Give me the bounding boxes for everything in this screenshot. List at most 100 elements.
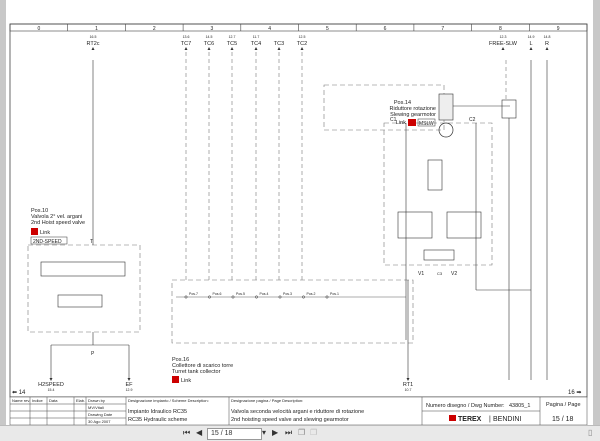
svg-text:Drawing Date: Drawing Date [88, 412, 113, 417]
svg-text:Pos.16: Pos.16 [172, 357, 189, 363]
pos16-annotation: Pos.16 Collettore di scarico torre Turre… [172, 357, 233, 384]
svg-text:30 Ago 2007: 30 Ago 2007 [88, 419, 111, 424]
ruler-col: 1 [95, 26, 98, 32]
port-label[interactable]: TC7 [181, 41, 191, 47]
port-ref: 14.9 [528, 35, 535, 39]
copy-icon[interactable]: ❐ [298, 428, 306, 437]
ruler-col: 0 [37, 26, 40, 32]
svg-text:15 / 18: 15 / 18 [552, 416, 574, 423]
next-page-button[interactable]: ▶ [272, 428, 279, 437]
port-label[interactable]: L [529, 41, 532, 47]
collector-port: Pos.2 [307, 292, 316, 296]
collector-port: Pos.6 [213, 292, 222, 296]
prev-page-button[interactable]: ◀ [196, 428, 203, 437]
svg-text:Data: Data [49, 398, 58, 403]
port-label[interactable]: H2SPEED [38, 382, 64, 388]
pos16-link[interactable]: Link [181, 378, 191, 384]
arrow-icon [300, 47, 304, 50]
svg-text:Pos.14: Pos.14 [394, 100, 411, 106]
panel-toggle-icon[interactable]: ▯ [588, 428, 593, 437]
arrow-icon [207, 47, 211, 50]
pos10-link[interactable]: Link [40, 230, 50, 236]
svg-text:Drawn by: Drawn by [88, 398, 105, 403]
port-ref: 14.5 [206, 35, 213, 39]
pdf-icon [408, 119, 416, 126]
port-label[interactable]: FREE-SLW [489, 41, 518, 47]
svg-text:Pagina / Page: Pagina / Page [546, 402, 581, 408]
svg-text:43805_1: 43805_1 [509, 403, 530, 409]
port-ref: 10.7 [405, 388, 412, 392]
port-t-label: T [90, 239, 93, 245]
svg-text:BENDINI: BENDINI [493, 416, 521, 423]
svg-text:Indice: Indice [32, 398, 43, 403]
port-label[interactable]: TC3 [274, 41, 284, 47]
mslw-tag[interactable]: MSLW [419, 121, 434, 127]
svg-text:2nd Hoist speed valve: 2nd Hoist speed valve [31, 220, 85, 226]
svg-text:Impianto Idraulico RC35: Impianto Idraulico RC35 [128, 409, 187, 415]
ruler-col: 3 [211, 26, 214, 32]
ruler-col: 8 [499, 26, 502, 32]
arrow-icon [501, 47, 505, 50]
port-ref: 12.3 [500, 35, 507, 39]
first-page-button[interactable]: ⏮ [183, 428, 191, 437]
arrow-icon [529, 47, 533, 50]
svg-text:Elab.: Elab. [76, 398, 85, 403]
port-label[interactable]: TC6 [204, 41, 214, 47]
port-label[interactable]: RT2c [86, 41, 99, 47]
port-ref: 14.8 [544, 35, 551, 39]
port-v2-label: V2 [451, 271, 457, 277]
ruler-col: 2 [153, 26, 156, 32]
port-label[interactable]: RT1 [403, 382, 413, 388]
port-ref: 15.4 [48, 388, 55, 392]
pos14-link[interactable]: Link [396, 120, 406, 126]
last-page-button[interactable]: ⏭ [285, 428, 293, 437]
next-page-link[interactable]: 16 ➡ [568, 390, 581, 396]
port-label[interactable]: EF [125, 382, 133, 388]
svg-text:Turret tank collector: Turret tank collector [172, 369, 221, 375]
page-dropdown-icon[interactable]: ▾ [262, 428, 267, 437]
svg-text:Name rev.: Name rev. [12, 398, 30, 403]
ruler-col: 7 [441, 26, 444, 32]
arrow-icon [184, 47, 188, 50]
pdf-icon [31, 228, 38, 235]
ruler-col: 6 [384, 26, 387, 32]
svg-text:Designazione pagina / Page Des: Designazione pagina / Page Description: [231, 398, 303, 403]
svg-text:Riduttore rotazione: Riduttore rotazione [390, 106, 436, 112]
port-label[interactable]: TC2 [297, 41, 307, 47]
ruler-col: 9 [557, 26, 560, 32]
port-ref: 11.7 [253, 35, 260, 39]
port-label[interactable]: TC4 [251, 41, 261, 47]
port-ref: 12.7 [229, 35, 236, 39]
port-label[interactable]: R [545, 41, 549, 47]
arrow-icon [406, 378, 410, 381]
arrow-icon [277, 47, 281, 50]
svg-text:Designazione impianto / Scheme: Designazione impianto / Scheme Descripti… [128, 398, 209, 403]
pdf-toolbar: ⏮ ◀ 15 / 18 ▾ ▶ ⏭ ❐ ❐ ▯ [0, 425, 600, 441]
svg-text:TEREX: TEREX [458, 416, 482, 423]
svg-text:Slewing gearmotor: Slewing gearmotor [390, 112, 436, 118]
prev-page-link[interactable]: ⬅ 14 [12, 390, 26, 396]
svg-text:Valvola 2° vel. argani: Valvola 2° vel. argani [31, 214, 82, 220]
collector-port: Pos.4 [260, 292, 269, 296]
port-c2-label: C2 [469, 117, 476, 123]
port-c1-label: C1 [390, 117, 397, 123]
terex-logo-icon [449, 415, 456, 421]
port-ref: 12.5 [299, 35, 306, 39]
page-number-input[interactable]: 15 / 18 [207, 428, 262, 440]
svg-text:Pos.10: Pos.10 [31, 208, 48, 214]
paste-icon[interactable]: ❐ [310, 428, 318, 437]
port-label[interactable]: TC5 [227, 41, 237, 47]
ruler-col: 5 [326, 26, 329, 32]
arrow-icon [49, 378, 53, 381]
port-c3-label: C3 [437, 271, 443, 276]
2nd-speed-tag[interactable]: 2ND-SPEED [33, 239, 62, 245]
collector-port: Pos.1 [330, 292, 339, 296]
arrow-icon [230, 47, 234, 50]
arrow-icon [545, 47, 549, 50]
turret-tank-collector [171, 279, 414, 344]
